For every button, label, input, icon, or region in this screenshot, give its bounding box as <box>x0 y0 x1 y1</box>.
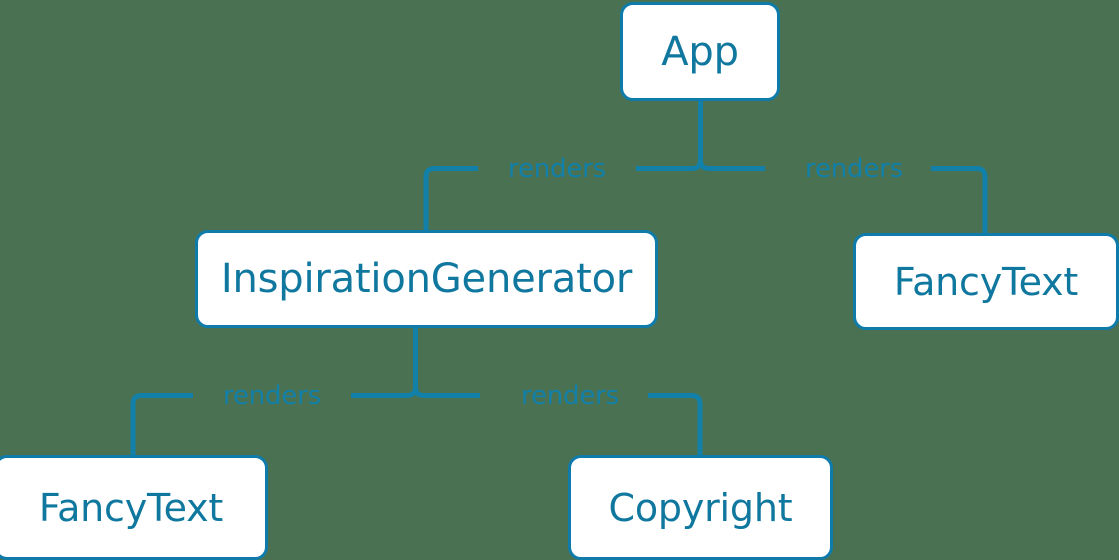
node-app[interactable]: App <box>620 2 780 101</box>
edge-label-app-fancytext: renders <box>805 154 903 184</box>
node-fancytext-left[interactable]: FancyText <box>0 455 268 560</box>
edge-app-to-fancytext-right <box>698 159 988 233</box>
node-fancytext-right-label: FancyText <box>893 259 1079 304</box>
node-fancytext-left-label: FancyText <box>38 485 224 530</box>
edge-label-inspiration-generator-fancytext: renders <box>223 381 321 411</box>
node-copyright[interactable]: Copyright <box>568 455 833 560</box>
edge-inspgen-to-copyright <box>413 386 703 455</box>
node-app-label: App <box>661 28 739 75</box>
edge-label-inspiration-generator-copyright: renders <box>521 381 619 411</box>
edge-label-app-inspiration-generator: renders <box>508 154 606 184</box>
node-inspiration-generator-label: InspirationGenerator <box>220 256 633 302</box>
node-copyright-label: Copyright <box>608 485 793 530</box>
node-fancytext-right[interactable]: FancyText <box>853 233 1119 330</box>
node-inspiration-generator[interactable]: InspirationGenerator <box>195 230 658 328</box>
